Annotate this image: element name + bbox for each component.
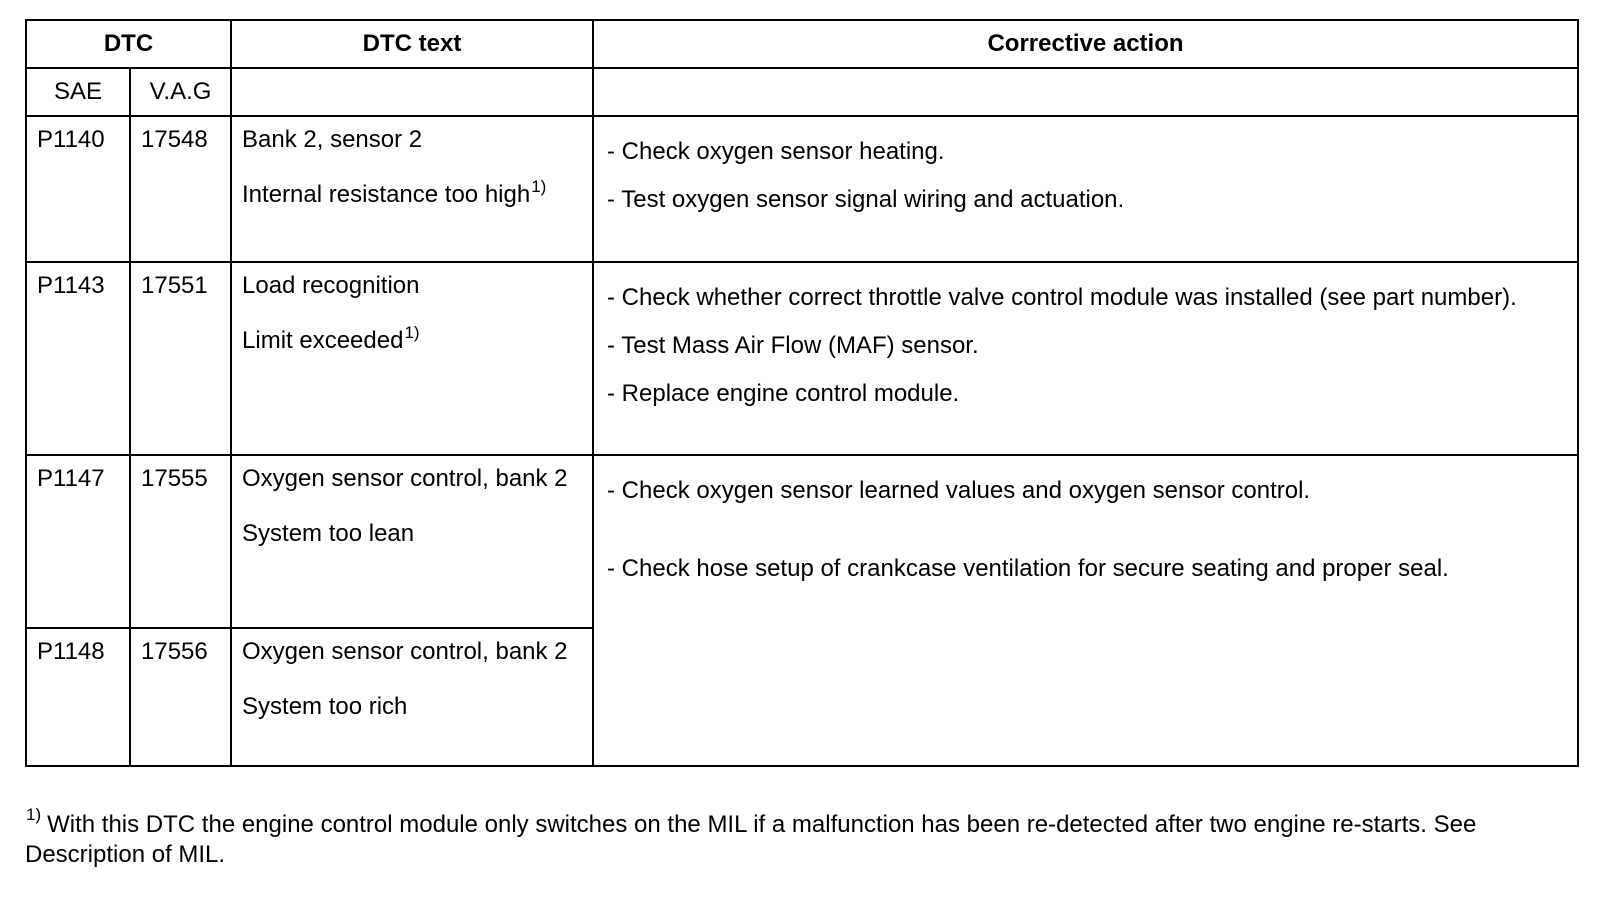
dtc-text-line2-text: Internal resistance too high	[242, 181, 531, 208]
dtc-text-line2: System too lean	[242, 520, 415, 547]
footnote: 1)With this DTC the engine control modul…	[25, 806, 1570, 870]
dtc-text-cell: Load recognition Limit exceeded1)	[230, 261, 595, 456]
dtc-text-line1: Oxygen sensor control, bank 2	[242, 638, 568, 665]
vag-code: 17551	[128, 261, 233, 456]
vag-code: 17548	[128, 115, 233, 263]
dtc-text-cell: Oxygen sensor control, bank 2 System too…	[230, 454, 595, 629]
subheader-vag: V.A.G	[128, 67, 233, 117]
dtc-text-cell: Oxygen sensor control, bank 2 System too…	[230, 627, 595, 767]
dtc-text-cell: Bank 2, sensor 2 Internal resistance too…	[230, 115, 595, 263]
action-item: - Test Mass Air Flow (MAF) sensor.	[607, 332, 979, 359]
table-row: P1140 17548 Bank 2, sensor 2 Internal re…	[25, 115, 1580, 263]
header-dtc: DTC	[24, 19, 233, 69]
sae-code: P1143	[25, 261, 131, 456]
table-row: P1143 17551 Load recognition Limit excee…	[25, 261, 1580, 456]
sae-code: P1147	[25, 454, 131, 629]
header-corrective-action: Corrective action	[592, 19, 1580, 69]
table-row: P1148 17556 Oxygen sensor control, bank …	[25, 627, 1578, 767]
vag-code: 17555	[128, 454, 233, 629]
header-row: DTC DTC text Corrective action	[24, 19, 1580, 69]
table-row: P1147 17555 Oxygen sensor control, bank …	[25, 454, 1580, 767]
subheader-empty	[230, 67, 595, 117]
dtc-text-line1: Load recognition	[242, 272, 420, 299]
subheader-row: SAE V.A.G	[25, 67, 1580, 117]
vag-code: 17556	[128, 627, 233, 767]
dtc-text-line2-text: Limit exceeded	[242, 327, 404, 354]
dtc-table: DTC DTC text Corrective action SAE V.A.G…	[24, 19, 1580, 767]
action-item: - Check whether correct throttle valve c…	[607, 284, 1517, 311]
dtc-text-line1: Oxygen sensor control, bank 2	[242, 465, 568, 492]
corrective-action-cell: - Check oxygen sensor heating. - Test ox…	[592, 115, 1580, 263]
footnote-mark: 1)	[404, 323, 420, 342]
corrective-action-cell: - Check oxygen sensor learned values and…	[592, 454, 1580, 767]
dtc-text-line2: Internal resistance too high1)	[242, 177, 584, 210]
action-item: - Check oxygen sensor learned values and…	[607, 477, 1311, 504]
sae-code: P1148	[25, 627, 131, 767]
footnote-mark: 1)	[26, 805, 42, 824]
subheader-sae: SAE	[25, 67, 131, 117]
action-item: - Check oxygen sensor heating.	[607, 138, 945, 165]
dtc-text-line1: Bank 2, sensor 2	[242, 126, 423, 153]
footnote-mark: 1)	[531, 177, 547, 196]
corrective-action-cell: - Check whether correct throttle valve c…	[592, 261, 1580, 456]
subheader-empty	[592, 67, 1580, 117]
footnote-text: With this DTC the engine control module …	[25, 811, 1477, 868]
action-item: - Replace engine control module.	[607, 380, 960, 407]
sae-code: P1140	[25, 115, 131, 263]
dtc-text-line2: Limit exceeded1)	[242, 323, 584, 356]
action-item: - Test oxygen sensor signal wiring and a…	[607, 186, 1125, 213]
header-dtc-text: DTC text	[230, 19, 595, 69]
action-item: - Check hose setup of crankcase ventilat…	[607, 555, 1449, 582]
dtc-text-line2: System too rich	[242, 693, 408, 720]
